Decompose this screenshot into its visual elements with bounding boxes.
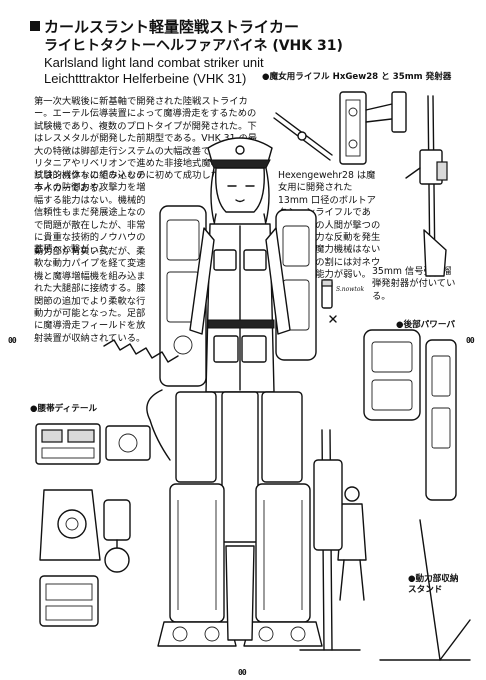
knee-joint-drawing bbox=[39, 489, 131, 627]
title-en-line-2: Leichtttraktor Helferbeine (VHK 31) bbox=[44, 71, 247, 86]
page-mark-bottom: 00 bbox=[238, 668, 247, 677]
title-en-line-1: Karlsland light land combat striker unit bbox=[44, 55, 264, 70]
title-block: カールスラント軽量陸戦ストライカー ライヒトタクトーヘルファアバイネ (VHK … bbox=[30, 18, 470, 87]
scale-figure-drawing bbox=[337, 486, 367, 601]
striker-legs-drawing bbox=[157, 391, 323, 647]
rifle-label: ●魔女用ライフル HxGew28 と 35mm 発射器 bbox=[262, 72, 452, 82]
storage-stand-drawing bbox=[299, 429, 471, 661]
power-paragraph: 動力部が背負い式だが、柔軟な動力パイプを経て変速機と魔導増幅機を組み込まれた大腿… bbox=[34, 246, 146, 344]
ammo-drawing bbox=[321, 279, 337, 323]
waist-detail-label: ●腰帯ディテール bbox=[30, 404, 98, 414]
rear-power-pack-drawing bbox=[363, 329, 457, 501]
artist-signature: S.nowtok bbox=[336, 286, 365, 293]
rifle-scope-drawing bbox=[339, 91, 407, 165]
ammo-note: 35mm 信号弾・榴弾発射器が付いている。 bbox=[372, 266, 456, 302]
stand-label: ●動力部収納スタンド bbox=[408, 574, 459, 595]
rifle-bolt-drawing bbox=[273, 112, 333, 161]
title-jp-text: カールスラント軽量陸戦ストライカー bbox=[44, 18, 300, 36]
page-mark-right: 00 bbox=[466, 336, 475, 345]
trial-paragraph: 試験的機体なのでウィッチ本人の防御力や攻撃力を増幅する能力はない。機械的信頼性も… bbox=[34, 170, 146, 256]
page-mark-left: 00 bbox=[8, 336, 17, 345]
waist-detail-drawing bbox=[35, 423, 151, 465]
page-subtitle: ライヒトタクトーヘルファアバイネ (VHK 31) bbox=[44, 38, 343, 54]
intro-paragraph: 第一次大戦後に新基軸で開発された陸戦ストライカー。エーテル伝導装置によって魔導滑… bbox=[34, 96, 258, 194]
rifle-description: Hexengewehr28 は魔女用に開発された 13mm 口径のボルトアクショ… bbox=[278, 170, 381, 281]
title-square-icon bbox=[30, 21, 40, 31]
page-title: カールスラント軽量陸戦ストライカー bbox=[30, 18, 470, 37]
power-cable-drawing bbox=[103, 339, 179, 461]
rifle-drawing bbox=[405, 95, 448, 277]
witch-figure-drawing bbox=[189, 137, 291, 393]
